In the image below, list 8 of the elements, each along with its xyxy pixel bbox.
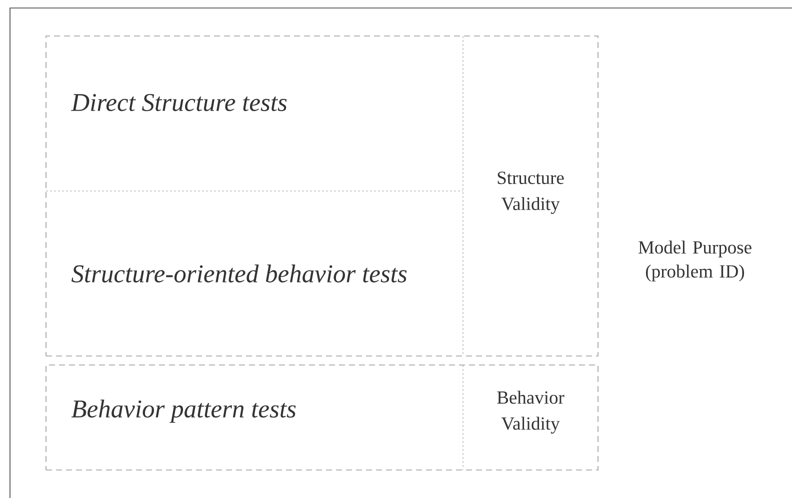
table-cell: Behavior Validity xyxy=(497,390,564,434)
group-box xyxy=(46,364,598,470)
note-text: Model Purpose (problem ID) xyxy=(638,240,752,282)
table-cell: Structure Validity xyxy=(498,172,564,214)
table-cell: Direct Structure tests xyxy=(70,94,287,112)
table-cell: Structure-oriented behavior tests xyxy=(72,264,407,282)
table-cell: Behavior pattern tests xyxy=(71,400,296,423)
group-box xyxy=(46,36,598,356)
